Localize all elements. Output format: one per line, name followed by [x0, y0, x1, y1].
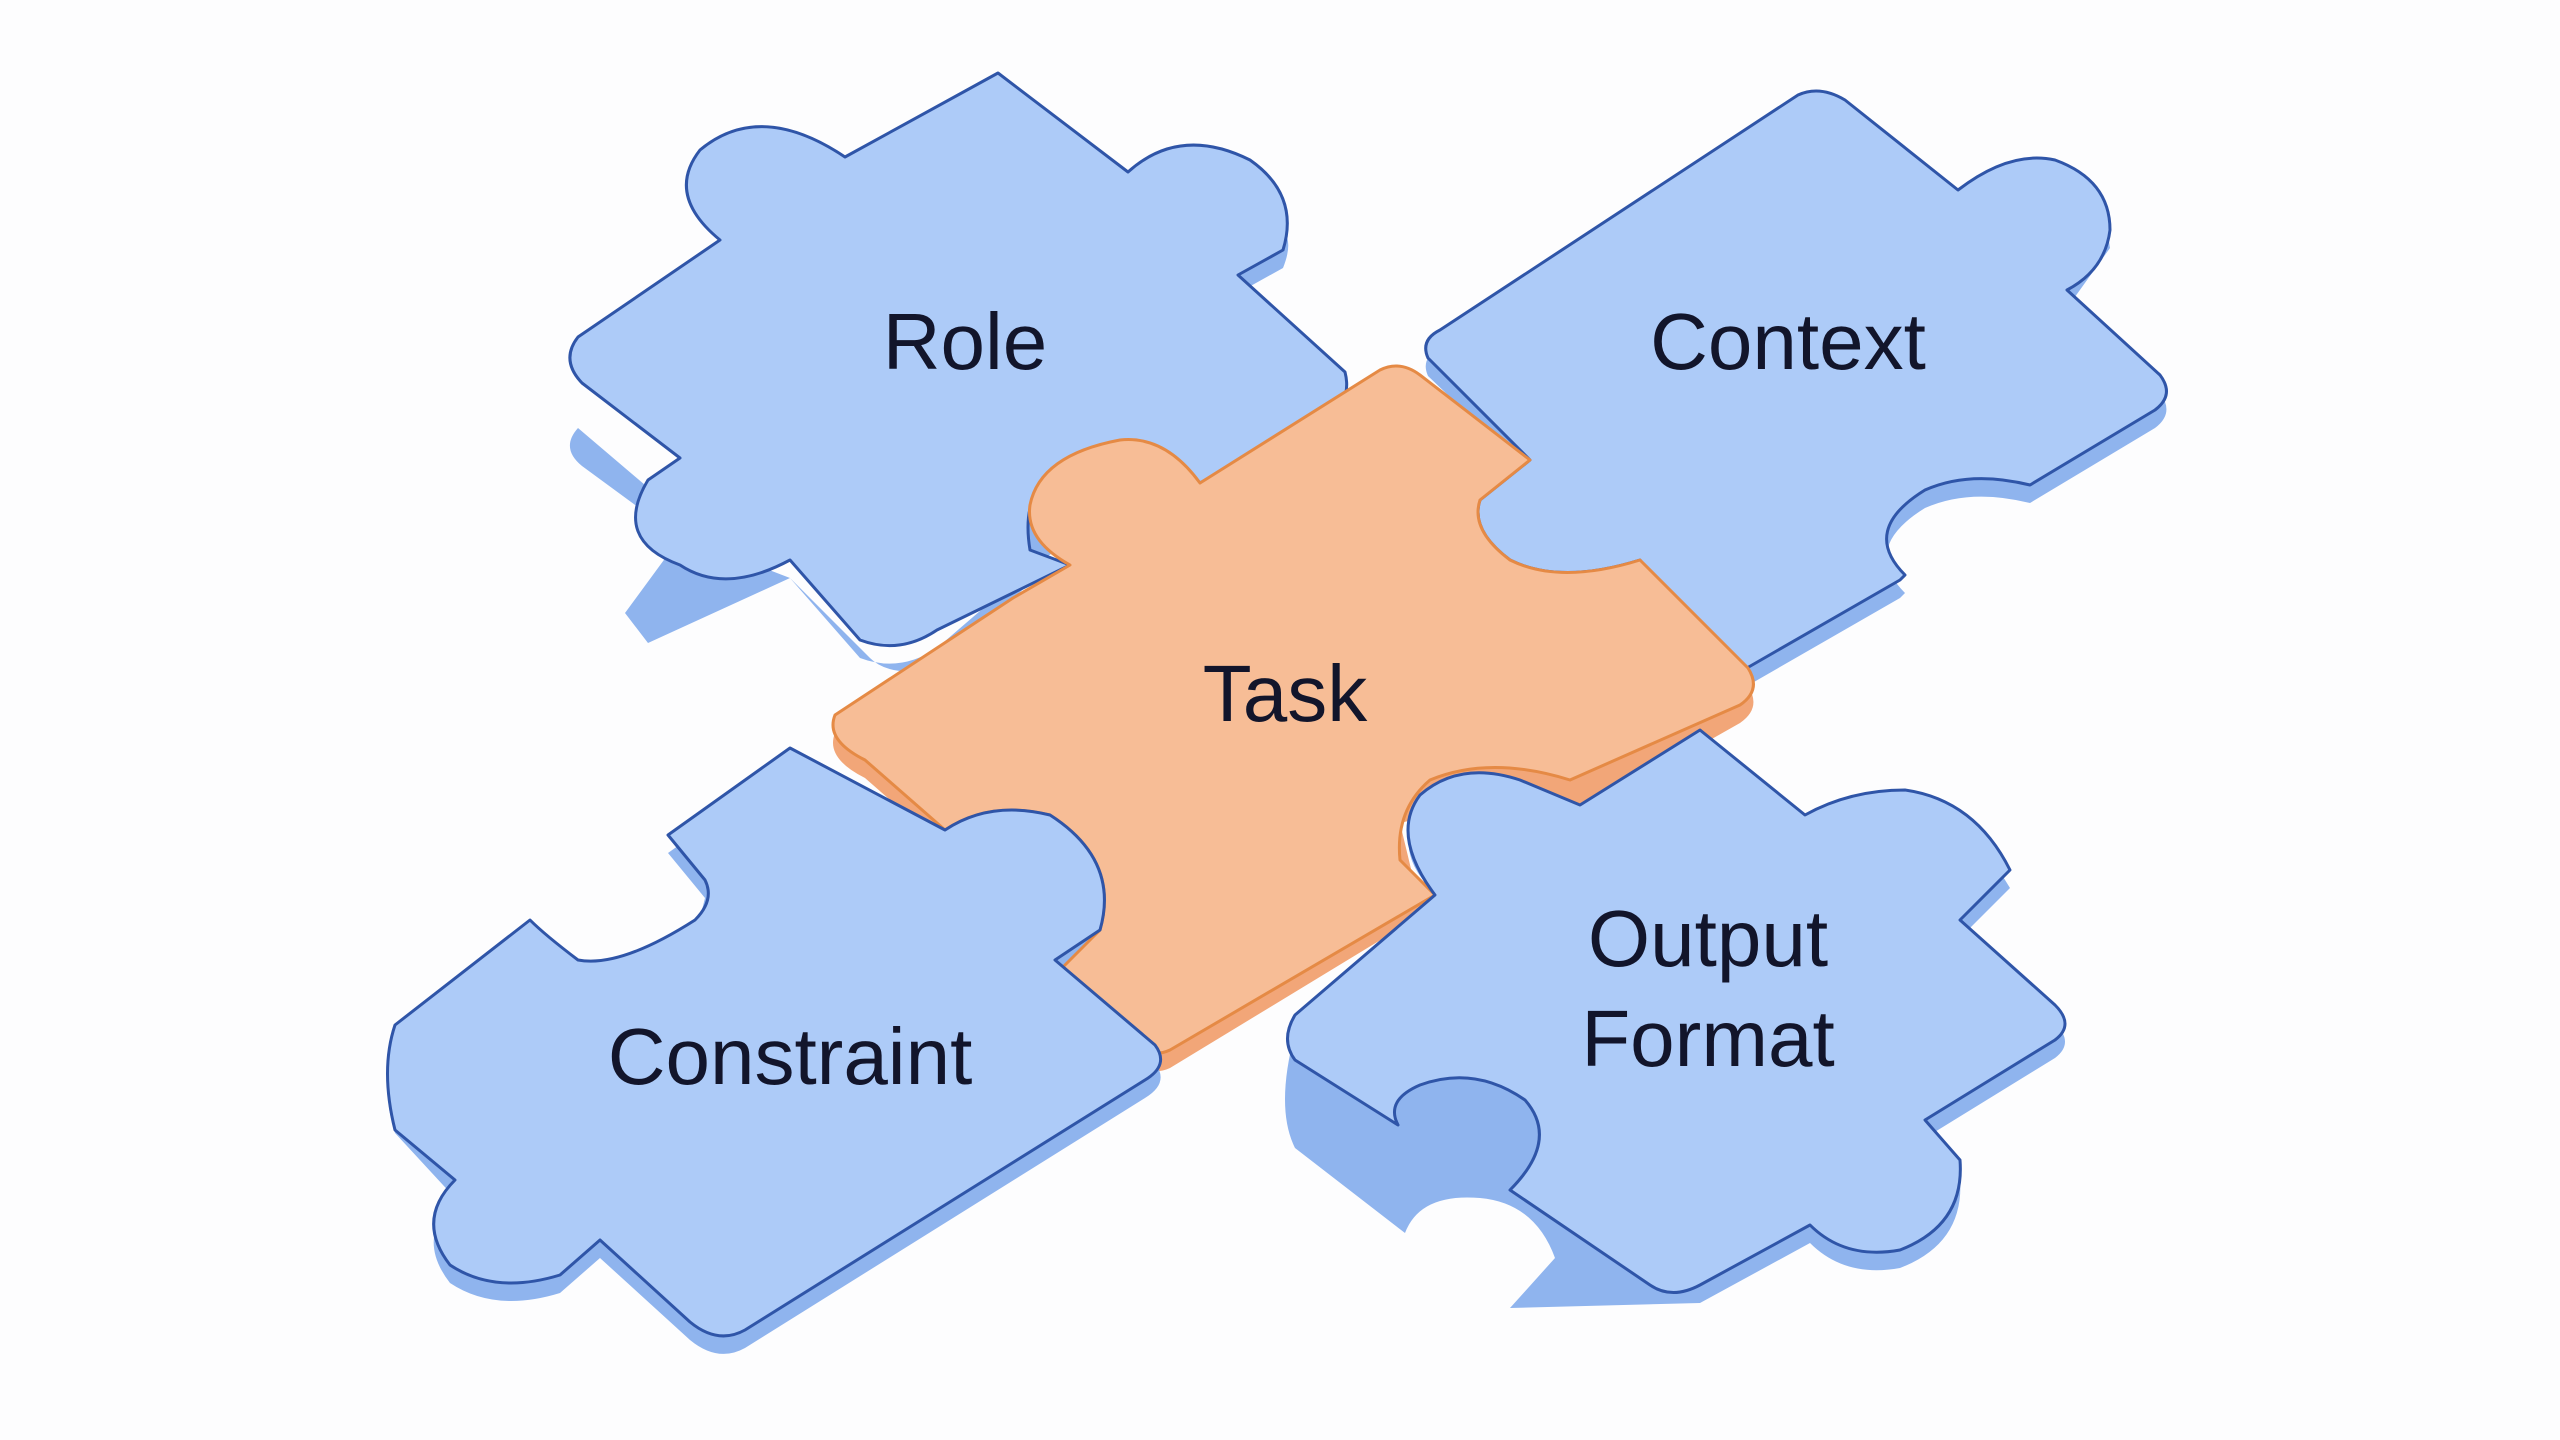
output-piece-face: [1286, 728, 2067, 1294]
role-label: Role: [883, 297, 1048, 386]
task-label: Task: [1203, 649, 1368, 738]
piece-faces: [386, 71, 2168, 1338]
constraint-piece-face: [386, 746, 1163, 1338]
output-piece: [1286, 728, 2067, 1294]
output-format-label-line-2: Format: [1581, 994, 1834, 1083]
output-format-label-line-1: Output: [1588, 894, 1828, 983]
context-label: Context: [1650, 297, 1926, 386]
constraint-label: Constraint: [608, 1012, 973, 1101]
piece-labels: Role Context Task Constraint Output Form…: [608, 297, 1926, 1101]
constraint-piece: [386, 746, 1163, 1338]
